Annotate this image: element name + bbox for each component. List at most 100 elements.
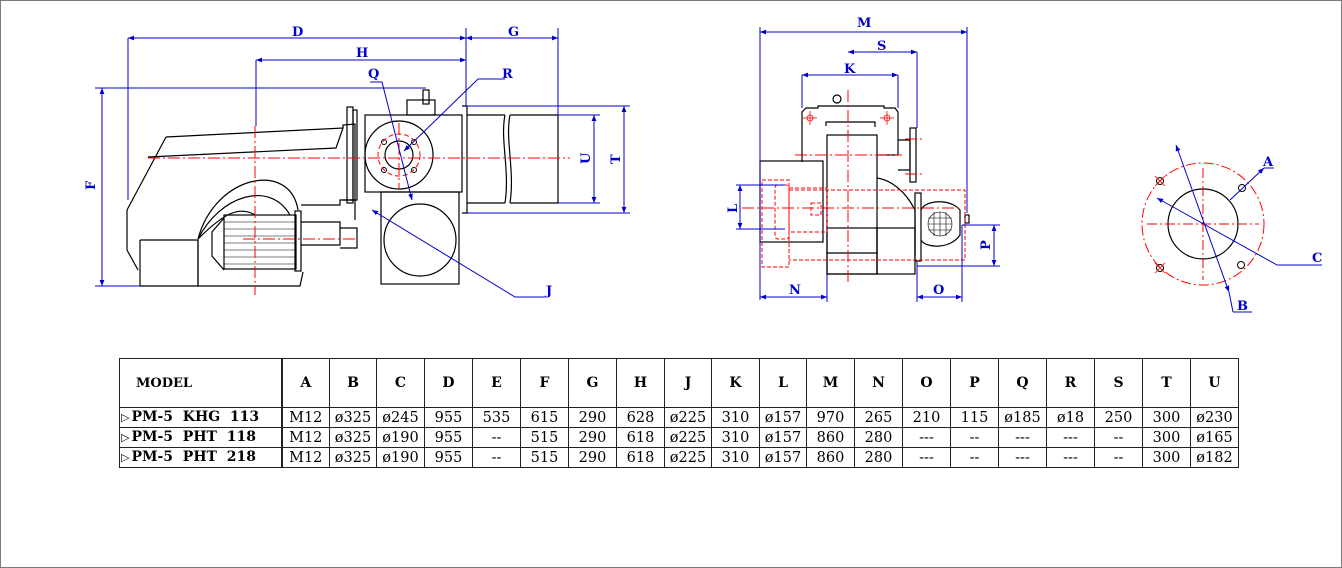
value-cell-R: ø18 [1046, 407, 1095, 428]
model-cell: ▷PM-5 PHT 218 [119, 447, 283, 468]
header-O: O [902, 358, 951, 408]
dim-label-F: F [84, 180, 99, 190]
dim-label-M: M [857, 16, 871, 31]
value-cell-M: 970 [806, 407, 855, 428]
value-cell-H: 618 [616, 447, 665, 468]
value-cell-Q: ø185 [998, 407, 1047, 428]
value-cell-C: ø190 [376, 427, 425, 448]
header-U: U [1190, 358, 1239, 408]
dim-label-D: D [292, 25, 303, 40]
value-cell-N: 265 [854, 407, 903, 428]
flange-dimensions [1156, 144, 1322, 313]
value-cell-O: 210 [902, 407, 951, 428]
value-cell-U: ø182 [1190, 447, 1239, 468]
value-cell-C: ø190 [376, 447, 425, 468]
motor-fins [224, 221, 296, 265]
front-view-dimensions [736, 27, 1000, 302]
value-cell-J: ø225 [664, 427, 712, 448]
value-cell-H: 618 [616, 427, 665, 448]
value-cell-J: ø225 [664, 447, 712, 468]
value-cell-B: ø325 [329, 427, 377, 448]
value-cell-K: 310 [711, 427, 760, 448]
header-B: B [329, 358, 377, 408]
value-cell-Q: --- [998, 427, 1047, 448]
triangle-marker-icon: ▷ [121, 451, 130, 464]
table-header-row: MODEL A B C D E F G H J K L M N O P Q R … [119, 358, 1239, 408]
value-cell-J: ø225 [664, 407, 712, 428]
value-cell-K: 310 [711, 447, 760, 468]
value-cell-S: 250 [1094, 407, 1143, 428]
value-cell-U: ø230 [1190, 407, 1239, 428]
dim-label-U: U [579, 152, 594, 164]
dim-label-J: J [545, 284, 552, 299]
model-cell: ▷PM-5 PHT 118 [119, 427, 283, 448]
value-cell-R: --- [1046, 447, 1095, 468]
value-cell-D: 955 [424, 407, 473, 428]
value-cell-E: -- [472, 427, 521, 448]
value-cell-E: -- [472, 447, 521, 468]
value-cell-L: ø157 [759, 427, 807, 448]
model-name: PM-5 PHT 118 [131, 429, 256, 445]
value-cell-F: 615 [520, 407, 569, 428]
header-D: D [424, 358, 473, 408]
side-view-dimensions [95, 28, 630, 298]
value-cell-K: 310 [711, 407, 760, 428]
value-cell-S: -- [1094, 447, 1143, 468]
model-name: PM-5 KHG 113 [131, 409, 260, 425]
front-view-centerlines [742, 90, 960, 285]
side-view-centerlines [148, 123, 570, 295]
value-cell-P: -- [950, 427, 999, 448]
dim-label-L: L [726, 204, 741, 213]
header-N: N [854, 358, 903, 408]
value-cell-P: 115 [950, 407, 999, 428]
value-cell-D: 955 [424, 427, 473, 448]
value-cell-L: ø157 [759, 447, 807, 468]
dim-label-A: A [1262, 155, 1274, 170]
value-cell-N: 280 [854, 427, 903, 448]
value-cell-G: 290 [568, 427, 617, 448]
dim-label-N: N [789, 283, 801, 298]
value-cell-S: -- [1094, 427, 1143, 448]
triangle-marker-icon: ▷ [121, 431, 130, 444]
value-cell-G: 290 [568, 447, 617, 468]
value-cell-L: ø157 [759, 407, 807, 428]
dim-label-C: C [1312, 251, 1322, 266]
value-cell-A: M12 [281, 427, 330, 448]
header-S: S [1094, 358, 1143, 408]
header-F: F [520, 358, 569, 408]
dim-label-P: P [979, 240, 994, 250]
header-J: J [664, 358, 712, 408]
value-cell-B: ø325 [329, 407, 377, 428]
dim-label-S: S [877, 39, 886, 54]
value-cell-D: 955 [424, 447, 473, 468]
value-cell-A: M12 [281, 447, 330, 468]
value-cell-F: 515 [520, 447, 569, 468]
header-E: E [472, 358, 521, 408]
value-cell-P: -- [950, 447, 999, 468]
dim-label-B: B [1237, 299, 1248, 314]
dim-label-Q: Q [368, 67, 379, 82]
value-cell-M: 860 [806, 447, 855, 468]
fan-grille [927, 211, 953, 237]
model-cell: ▷PM-5 KHG 113 [119, 407, 283, 428]
model-name: PM-5 PHT 218 [131, 449, 256, 465]
value-cell-F: 515 [520, 427, 569, 448]
value-cell-E: 535 [472, 407, 521, 428]
triangle-marker-icon: ▷ [121, 411, 130, 424]
front-view-hidden-lines [761, 179, 966, 268]
dim-label-T: T [609, 154, 624, 164]
value-cell-T: 300 [1142, 447, 1191, 468]
flange-view: A B C [1141, 144, 1322, 314]
value-cell-H: 628 [616, 407, 665, 428]
value-cell-O: --- [902, 447, 951, 468]
header-model: MODEL [119, 358, 283, 408]
value-cell-C: ø245 [376, 407, 425, 428]
dim-label-H: H [356, 46, 368, 61]
value-cell-Q: --- [998, 447, 1047, 468]
burner-body-outline [126, 89, 559, 287]
value-cell-A: M12 [281, 407, 330, 428]
